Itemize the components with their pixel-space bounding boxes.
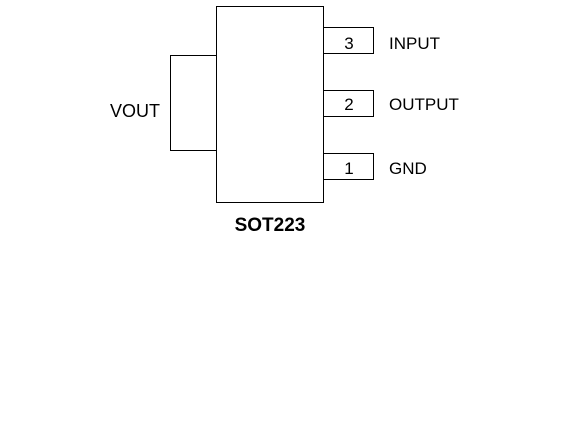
pin-1-lead	[323, 153, 374, 180]
pin-1-label: GND	[389, 159, 427, 178]
package-body	[216, 6, 324, 203]
pin-3: 3 INPUT	[323, 27, 440, 54]
pin-2-lead	[323, 90, 374, 117]
pin-2-label: OUTPUT	[389, 95, 459, 114]
tab-label: VOUT	[110, 101, 160, 121]
pin-2: 2 OUTPUT	[323, 90, 459, 117]
pin-3-label: INPUT	[389, 34, 440, 53]
pin-1-number: 1	[344, 159, 353, 178]
pin-2-number: 2	[344, 95, 353, 114]
pin-1: 1 GND	[323, 153, 427, 180]
pin-3-lead	[323, 27, 374, 54]
package-name: SOT223	[235, 215, 306, 236]
pin-3-number: 3	[344, 34, 353, 53]
tab-pin	[170, 55, 217, 151]
